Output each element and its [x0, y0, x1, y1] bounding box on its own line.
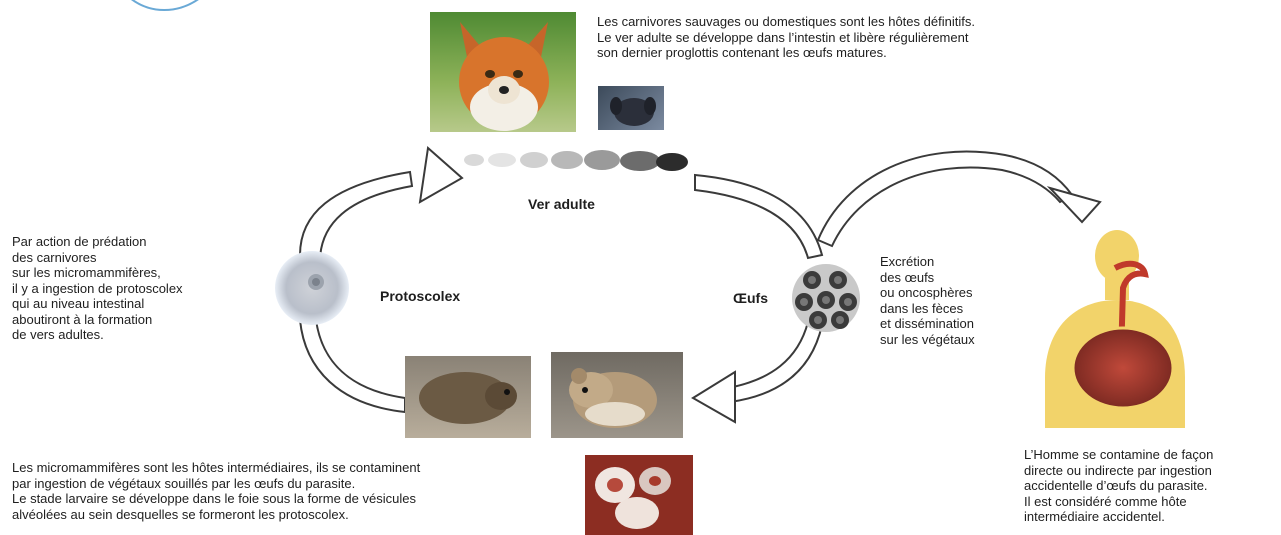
label-eggs: Œufs: [733, 290, 768, 306]
egg-excretion-description: Excrétion des œufs ou oncosphères dans l…: [880, 254, 975, 347]
decorative-arc: [131, 0, 199, 11]
liver-lesion-photo: [585, 455, 693, 535]
eggs-image: [792, 264, 860, 332]
arrow-eggs-to-human: [816, 150, 1102, 248]
intermediate-host-description: Les micromammifères sont les hôtes inter…: [12, 460, 421, 522]
human-contamination-description: L’Homme se contamine de façon directe ou…: [1024, 447, 1214, 524]
adult-worm-image: [464, 150, 688, 171]
vole-photo: [405, 356, 531, 438]
arrow-eggs-to-rodents: [691, 320, 824, 424]
arrow-rodents-to-protoscolex: [298, 319, 406, 414]
label-adult-worm: Ver adulte: [528, 196, 595, 212]
definitive-host-description: Les carnivores sauvages ou domestiques s…: [597, 14, 975, 60]
protoscolex-image: [275, 251, 349, 325]
human-silhouette: [1045, 230, 1185, 428]
arrow-adult-to-eggs: [694, 173, 824, 260]
mouse-photo: [551, 352, 683, 438]
predation-description: Par action de prédation des carnivores s…: [12, 234, 183, 342]
label-protoscolex: Protoscolex: [380, 288, 461, 304]
fox-photo: [430, 12, 576, 132]
arrow-protoscolex-to-adult: [298, 146, 464, 260]
dog-photo: [598, 86, 664, 130]
